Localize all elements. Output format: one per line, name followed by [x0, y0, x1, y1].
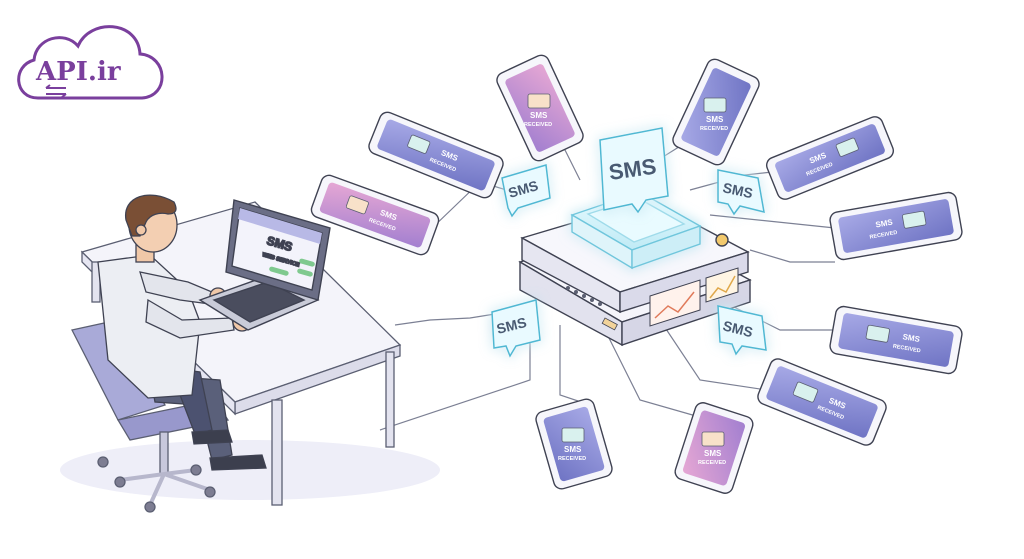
office-scene: SMS WEB SERVICE — [60, 194, 440, 513]
chat-bubble-icon — [345, 195, 369, 215]
phone-sms-label: SMS — [530, 111, 548, 120]
sms-bubble-right-label: SMS — [721, 179, 754, 201]
sms-bubble-left: SMS — [501, 164, 551, 218]
sms-bubble-right: SMS — [717, 169, 765, 216]
sms-bubble-lower-left-label: SMS — [495, 314, 528, 337]
phone-received-label: RECEIVED — [558, 456, 586, 462]
api-ir-logo[interactable]: API.ir — [17, 25, 164, 100]
server-ports — [566, 286, 602, 306]
phone: SMS RECEIVED — [368, 111, 504, 199]
phone-received-label: RECEIVED — [524, 122, 552, 128]
sms-bubbles: SMS SMS SMS SMS SMS — [491, 127, 767, 358]
laptop: SMS WEB SERVICE — [198, 199, 331, 331]
sms-bubble-lower-left: SMS — [491, 299, 541, 358]
phone-sms-label: SMS — [902, 332, 921, 344]
person — [97, 194, 267, 471]
phone-sms-label: SMS — [564, 445, 582, 454]
chat-bubble-icon — [407, 134, 431, 154]
sync-arrows-icon — [45, 84, 67, 98]
phone: SMS RECEIVED — [829, 305, 963, 375]
logo-text: API.ir — [35, 57, 121, 87]
phone: SMS RECEIVED — [310, 174, 440, 256]
server-hub — [518, 191, 752, 347]
floor-shadow — [60, 440, 440, 500]
phone: SMS RECEIVED — [757, 358, 887, 446]
phone-received-label: RECEIVED — [698, 460, 726, 466]
phone: SMS RECEIVED — [672, 58, 760, 166]
phone: SMS RECEIVED — [765, 116, 895, 200]
phone-sms-label: SMS — [875, 217, 894, 229]
sms-bubble-lower-right: SMS — [717, 305, 767, 356]
sms-bubble-lower-right-label: SMS — [721, 317, 754, 340]
phone: SMS RECEIVED — [535, 398, 613, 490]
phone-received-label: RECEIVED — [700, 126, 728, 132]
cloud-icon — [17, 25, 164, 100]
phone: SMS RECEIVED — [674, 402, 754, 494]
phones: SMS RECEIVED SMS RECEIVED SMS RECEIVED — [310, 54, 963, 494]
phone-sms-label: SMS — [704, 449, 722, 458]
phone-received-label: RECEIVED — [892, 344, 921, 355]
phone: SMS RECEIVED — [496, 54, 584, 162]
phone: SMS RECEIVED — [829, 191, 963, 261]
phone-sms-label: SMS — [706, 115, 724, 124]
phone-received-label: RECEIVED — [869, 230, 898, 241]
sms-bubble-top: SMS — [599, 127, 669, 214]
